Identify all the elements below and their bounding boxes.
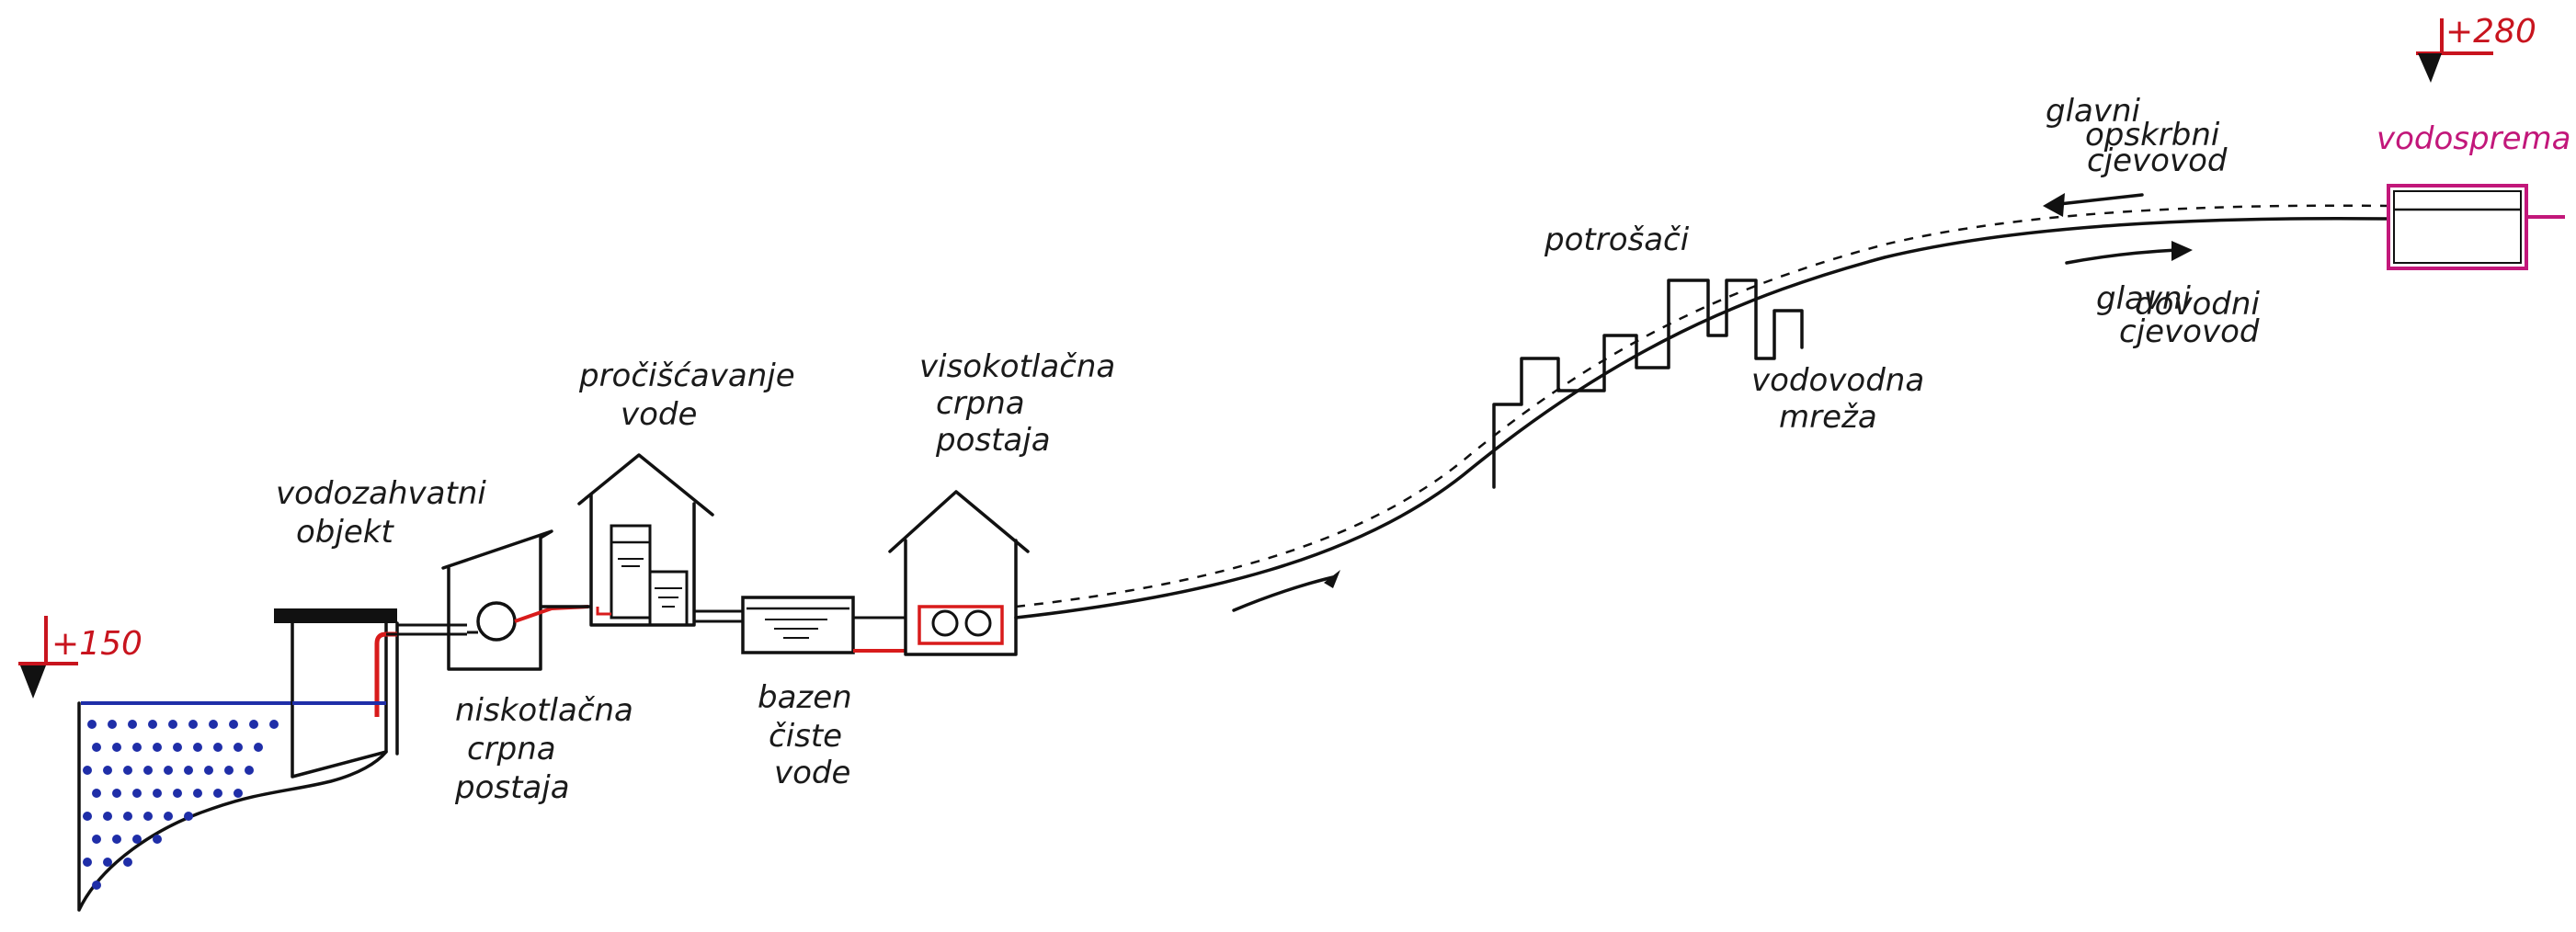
water-dot: [229, 720, 238, 729]
feed-direction-arrow: [2065, 241, 2193, 265]
water-dot: [132, 835, 142, 844]
water-dot: [234, 789, 243, 798]
water-dot: [204, 766, 213, 775]
water-dot: [148, 720, 157, 729]
water-dot: [173, 743, 182, 752]
water-dot: [92, 835, 101, 844]
water-dot: [132, 789, 142, 798]
water-dot: [193, 789, 202, 798]
water-dot: [168, 720, 177, 729]
water-dot: [112, 789, 121, 798]
intake-label-1: vodozahvatni: [276, 475, 486, 512]
elevation-marker-high: +280: [2416, 13, 2536, 83]
network-label-2: mreža: [1779, 399, 1877, 436]
low-pressure-pump-station: [441, 529, 589, 671]
water-dot: [103, 766, 112, 775]
tank-label-1: bazen: [758, 679, 852, 716]
consumers-skyline: [1492, 278, 1804, 489]
clean-water-tank: [741, 596, 855, 654]
water-dot: [112, 835, 121, 844]
consumers-label: potrošači: [1544, 222, 1690, 258]
water-dot: [213, 743, 222, 752]
water-dot: [153, 835, 162, 844]
water-source: [77, 701, 388, 912]
main-pipeline: [1014, 204, 2390, 619]
water-dot: [213, 789, 222, 798]
supply-label-2: opskrbni: [2085, 117, 2220, 153]
lpp-label-2: crpna: [467, 731, 556, 767]
water-dots: [83, 720, 279, 890]
lpp-label-1: niskotlačna: [455, 692, 633, 729]
water-dot: [92, 743, 101, 752]
water-dot: [224, 766, 234, 775]
hpp-label-1: visokotlačna: [919, 348, 1115, 385]
intake-structure: [274, 608, 399, 779]
feed-label-3: cjevovod: [2119, 313, 2260, 350]
water-dot: [123, 858, 132, 867]
water-dot: [83, 766, 92, 775]
water-dot: [254, 743, 263, 752]
elevation-high-label: +280: [2445, 13, 2536, 51]
water-dot: [123, 812, 132, 821]
supply-label-3: cjevovod: [2087, 142, 2228, 179]
water-dot: [83, 858, 92, 867]
water-dot: [164, 766, 173, 775]
feed-label-2: dovodni: [2135, 286, 2260, 323]
water-dot: [209, 720, 218, 729]
water-dot: [269, 720, 279, 729]
water-dot: [103, 858, 112, 867]
reservoir: [2387, 184, 2565, 270]
water-dot: [245, 766, 254, 775]
pipe-intake-to-lpp: [397, 623, 467, 636]
water-dot: [112, 743, 121, 752]
water-dot: [234, 743, 243, 752]
water-dot: [108, 720, 117, 729]
water-dot: [132, 743, 142, 752]
supply-direction-arrow: [2043, 193, 2144, 217]
water-dot: [249, 720, 258, 729]
water-dot: [92, 789, 101, 798]
tank-label-2: čiste: [769, 718, 842, 755]
water-dot: [143, 812, 153, 821]
water-dot: [164, 812, 173, 821]
hpp-label-2: crpna: [936, 385, 1025, 422]
pipe-treatment-to-tank: [694, 609, 743, 623]
water-dot: [128, 720, 137, 729]
water-dot: [193, 743, 202, 752]
water-dot: [87, 720, 97, 729]
treatment-label-1: pročišćavanje: [578, 358, 795, 394]
water-dot: [184, 766, 193, 775]
pipe-tank-to-hpp: [853, 616, 906, 653]
elevation-low-label: +150: [51, 625, 142, 663]
elevation-marker-low: +150: [18, 616, 142, 699]
water-dot: [123, 766, 132, 775]
water-dot: [153, 789, 162, 798]
water-dot: [188, 720, 198, 729]
treatment-house: [577, 453, 714, 627]
feed-label-1: glavni: [2096, 280, 2192, 317]
tank-label-3: vode: [774, 755, 850, 791]
supply-label-1: glavni: [2046, 93, 2141, 130]
high-pressure-pump-station: [888, 490, 1030, 656]
water-dot: [143, 766, 153, 775]
water-dot: [153, 743, 162, 752]
hpp-label-3: postaja: [935, 422, 1051, 459]
treatment-label-2: vode: [621, 396, 697, 433]
water-dot: [92, 881, 101, 890]
water-dot: [184, 812, 193, 821]
water-dot: [83, 812, 92, 821]
intake-label-2: objekt: [296, 514, 394, 551]
lpp-label-3: postaja: [454, 769, 570, 806]
reservoir-label: vodosprema: [2377, 120, 2570, 157]
network-label-1: vodovodna: [1751, 362, 1924, 399]
water-dot: [103, 812, 112, 821]
water-dot: [173, 789, 182, 798]
flow-arrow-lower: [1232, 570, 1340, 612]
